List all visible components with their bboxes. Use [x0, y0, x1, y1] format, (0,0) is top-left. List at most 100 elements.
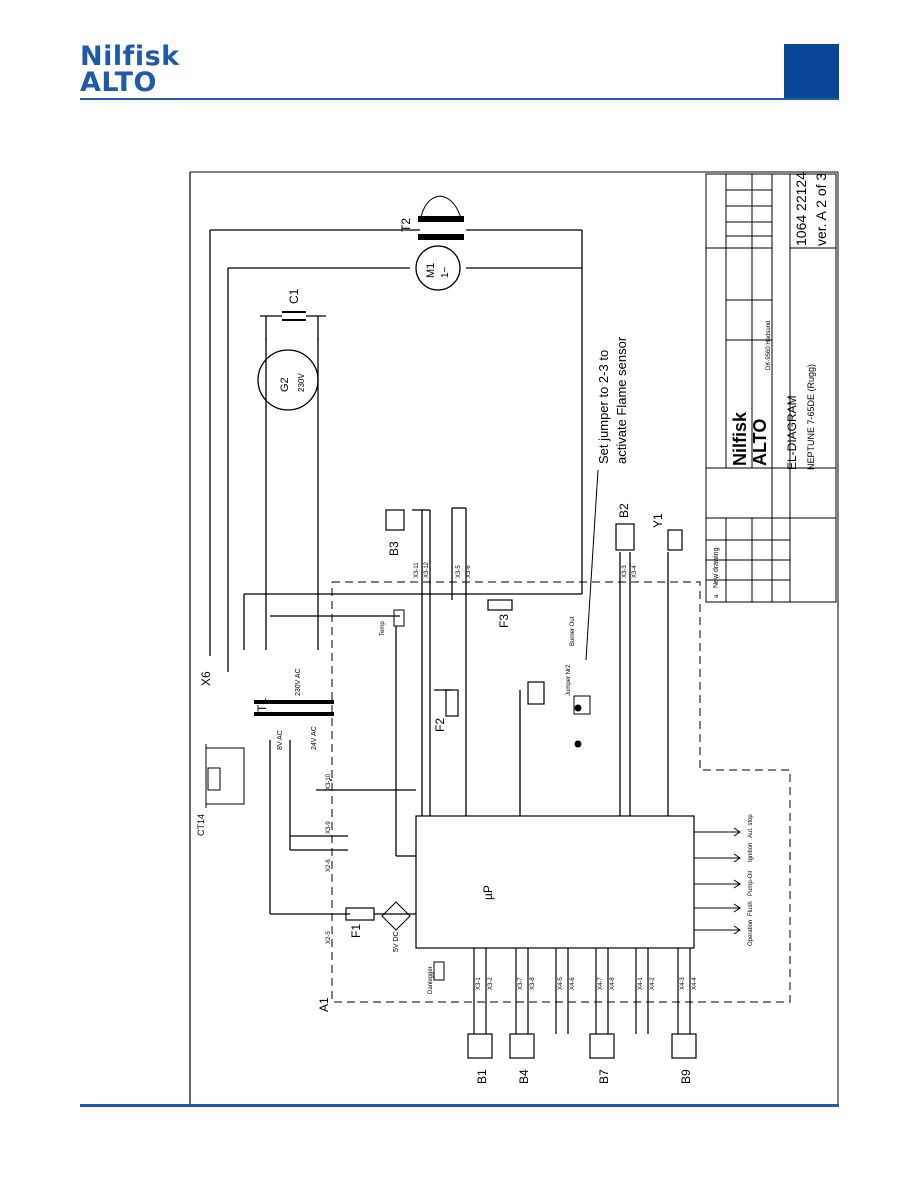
b3-sensor — [385, 509, 405, 531]
y1-valve — [667, 529, 683, 551]
header-blue-tab — [784, 44, 839, 99]
ct14-connector — [207, 767, 221, 791]
t2-core-b — [418, 234, 464, 240]
brand-logo-line1: Nilfisk — [80, 41, 180, 72]
b2-label: B2 — [617, 503, 631, 518]
title-block-version: ver. A 2 of 3 — [813, 173, 829, 246]
relay-coil — [527, 681, 545, 705]
led-operation-label: Operation — [748, 920, 754, 946]
brand-logo-line2: ALTO — [80, 67, 158, 98]
x6-label: X6 — [199, 671, 213, 686]
t1-core-b — [254, 712, 334, 716]
b1-label: B1 — [475, 1069, 489, 1084]
terminal-x3-8: X3-8 — [530, 977, 536, 990]
jumper-note-leader — [585, 469, 599, 661]
terminal-x3-2: X3-2 — [488, 977, 494, 990]
terminal-x3-4: X3-4 — [632, 565, 638, 578]
jumper-label: Jumper Nr2 — [566, 664, 572, 696]
f1-label: F1 — [349, 924, 363, 938]
terminal-x4-6: X4-6 — [570, 977, 576, 990]
led-pump-oil-label: Pump-Oil — [748, 871, 754, 896]
terminal-x3-1: X3-1 — [476, 977, 482, 990]
terminal-x4-2: X4-2 — [650, 977, 656, 990]
terminal-x3-12: X3-12 — [424, 561, 430, 578]
b7-sensor — [589, 1033, 615, 1059]
title-block-number: 1064 22124 — [793, 172, 809, 246]
jumper-pin-1 — [574, 704, 582, 712]
main-supply-lines — [209, 229, 583, 672]
t1-24v-label: 24V AC — [311, 726, 318, 750]
dc5-label: 5V DC — [393, 931, 400, 952]
b9-label: B9 — [679, 1069, 693, 1084]
header-divider — [80, 98, 839, 100]
title-block-company: DK-9560 Hadsund — [766, 321, 772, 370]
f3-label: F3 — [497, 614, 511, 628]
terminal-x4-5: X4-5 — [558, 977, 564, 990]
g2-generator — [257, 349, 319, 411]
f1-fuse — [345, 907, 375, 921]
terminal-x3-10: X3-10 — [326, 773, 332, 790]
title-block-subtitle: NEPTUNE 7-65DE (Rugg) — [806, 364, 816, 470]
m1-label: M1 — [425, 263, 437, 278]
m1-symbol: 1~ — [440, 266, 451, 278]
bottom-sensor-wiring — [473, 948, 691, 1034]
ct14-label: CT14 — [196, 814, 206, 836]
footer-divider — [80, 1104, 839, 1107]
temp-label: Temp — [380, 621, 386, 636]
led-aut-stop-label: Aut. stop — [748, 814, 754, 838]
b1-sensor — [467, 1033, 493, 1059]
title-block-brand-line2: ALTO — [750, 419, 770, 466]
t2-core-a — [418, 216, 464, 222]
terminal-x2-5: X2-5 — [326, 931, 332, 944]
terminal-x3-9: X3-9 — [326, 821, 332, 834]
terminal-x3-3: X3-3 — [622, 565, 628, 578]
microprocessor-box — [415, 815, 695, 949]
title-block-brand-line1: Nilfisk — [730, 411, 750, 466]
m1-motor — [415, 245, 461, 291]
terminal-x4-3: X4-3 — [680, 977, 686, 990]
terminal-x4-1: X4-1 — [638, 977, 644, 990]
t1-8v-label: 8V AC — [277, 730, 284, 750]
c1-label: C1 — [287, 288, 301, 304]
internal-wiring — [269, 507, 669, 915]
terminal-x3-7: X3-7 — [518, 977, 524, 990]
g2-voltage: 230V — [297, 373, 306, 392]
t2-winding — [419, 195, 463, 223]
microprocessor-label: µP — [481, 885, 495, 900]
f2-label: F2 — [433, 718, 447, 732]
title-block-revision: New drawing — [713, 547, 720, 588]
jumper-block — [573, 695, 591, 715]
b4-sensor — [509, 1033, 535, 1059]
jumper-note-line1: Set jumper to 2-3 to — [596, 350, 611, 464]
terminal-x3-5: X3-5 — [456, 565, 462, 578]
a1-label: A1 — [317, 997, 331, 1012]
y1-label: Y1 — [651, 513, 665, 528]
f3-fuse — [487, 599, 513, 611]
t1-core-a — [254, 700, 334, 704]
title-block-title: EL-DIAGRAM — [785, 395, 799, 470]
danlegger-resistor — [433, 961, 445, 981]
terminal-x4-8: X4-8 — [610, 977, 616, 990]
terminal-x4-4: X4-4 — [692, 977, 698, 990]
brand-logo: Nilfisk ALTO — [80, 41, 180, 98]
t1-230v-label: 230V AC — [295, 668, 302, 696]
title-block — [705, 173, 837, 603]
rectifier-bridge — [381, 901, 411, 931]
ct14-bracket — [205, 744, 245, 808]
led-array — [694, 827, 741, 935]
jumper-note-line2: activate Flame sensor — [614, 336, 629, 464]
terminal-x4-7: X4-7 — [598, 977, 604, 990]
danlegger-label: Danlegger — [428, 966, 434, 994]
led-flush-label: Flush — [748, 901, 754, 916]
b4-label: B4 — [517, 1069, 531, 1084]
terminal-x3-11: X3-11 — [414, 562, 420, 578]
title-block-rev-letter: a — [714, 594, 720, 598]
temp-sensor — [393, 609, 405, 627]
b7-label: B7 — [597, 1069, 611, 1084]
terminal-x2-6: X2-6 — [326, 859, 332, 872]
led-ignition-label: Ignition — [748, 843, 754, 862]
a1-boundary — [331, 581, 791, 1003]
b3-label: B3 — [387, 541, 401, 556]
f2-fuse — [445, 689, 459, 717]
terminal-x3-6: X3-6 — [466, 565, 472, 578]
